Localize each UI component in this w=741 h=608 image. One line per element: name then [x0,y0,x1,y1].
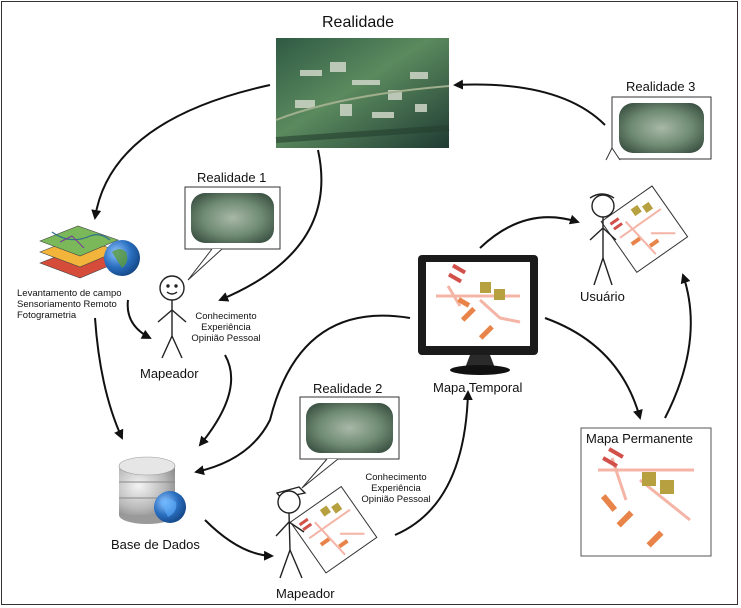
label-realidade-1: Realidade 1 [197,170,267,185]
label-mapeador-2: Mapeador [276,586,335,601]
label-fotogrametria: Fotogrametria [17,310,77,321]
arrow-mapeador-1-to-database [198,354,233,447]
arrow-realidade-to-gis [91,84,271,220]
label-experiencia-1: Experiência [201,322,251,333]
stick-figure-mapeador-1 [157,275,187,359]
arrow-monitor-to-usuario [479,214,580,249]
arrow-mapeador-2-to-monitor [394,390,473,536]
label-conhecimento-2: Conhecimento [365,472,427,483]
arrow-gis-to-database [94,317,124,440]
photo-realidade-3 [605,96,712,161]
label-conhecimento-1: Conhecimento [195,311,257,322]
map-thumbnail-temporal [436,263,521,340]
label-sensoriamento: Sensoriamento Remoto [17,299,117,310]
aerial-photo-realidade [275,38,450,148]
label-mapeador-1: Mapeador [140,366,199,381]
label-experiencia-2: Experiência [371,483,421,494]
stick-figure-usuario [589,193,617,286]
mapa-permanente-box [580,427,712,557]
gis-layers-icon [39,225,140,279]
label-opiniao-1: Opinião Pessoal [191,333,261,344]
arrow-monitor-to-database [194,314,411,476]
database-icon [118,456,186,524]
label-levantamento: Levantamento de campo [17,288,122,299]
label-mapa-temporal: Mapa Temporal [433,380,523,395]
label-usuario: Usuário [580,289,625,304]
monitor-icon [418,255,538,375]
arrow-monitor-to-mapa-permanente [544,317,643,420]
photo-realidade-2 [299,396,400,460]
map-thumbnail-mapeador-2 [289,485,378,574]
label-mapa-permanente: Mapa Permanente [586,431,693,446]
arrow-realidade3-to-realidade [453,79,606,126]
arrow-mapa-permanente-to-usuario [664,273,692,419]
arrow-database-to-mapeador-2 [204,519,274,561]
map-thumbnail-usuario [600,185,689,274]
label-opiniao-2: Opinião Pessoal [361,494,431,505]
label-realidade: Realidade [322,14,395,31]
flow-arrows [91,79,692,561]
arrow-realidade-to-mapeador-1 [218,149,323,302]
photo-realidade-1 [184,186,281,250]
label-realidade-2: Realidade 2 [313,381,383,396]
label-realidade-3: Realidade 3 [626,79,696,94]
arrow-gis-to-mapeador-1 [126,299,152,339]
label-base-de-dados: Base de Dados [111,537,200,552]
stick-figure-mapeador-2 [275,486,307,579]
